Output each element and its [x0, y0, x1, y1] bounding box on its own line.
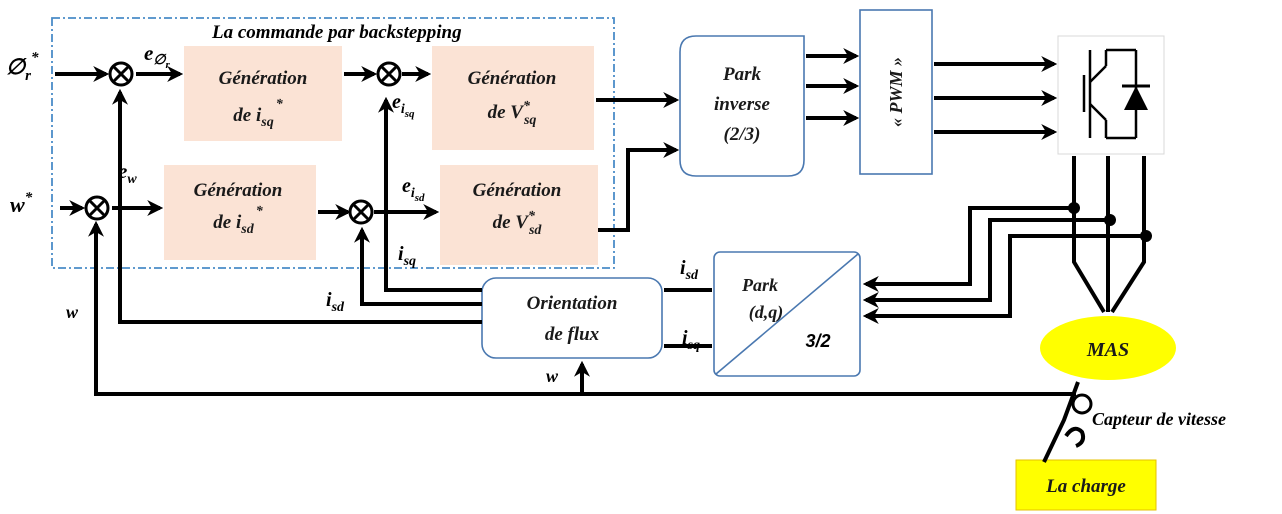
label-isd-park: isd: [680, 257, 699, 283]
sum-junction-phi: [108, 61, 134, 87]
pwm-block: « PWM »: [859, 9, 933, 175]
svg-text:de flux: de flux: [545, 324, 600, 345]
orientation-flux-block: Orientation de flux: [481, 277, 663, 359]
svg-text:de V*sq: de V*sq: [488, 99, 537, 128]
frame-title: La commande par backstepping: [211, 22, 462, 43]
svg-text:(2/3): (2/3): [724, 124, 761, 145]
label-w-bottom: w: [546, 366, 559, 386]
svg-text:Génération: Génération: [219, 68, 308, 89]
park-block: Park (d,q) 3/2: [713, 251, 861, 377]
load-block: La charge: [1015, 459, 1157, 511]
sum-junction-w: [84, 195, 110, 221]
label-w-left: w: [66, 302, 79, 322]
svg-text:Génération: Génération: [468, 68, 557, 89]
svg-text:MAS: MAS: [1086, 339, 1129, 361]
svg-text:Park: Park: [722, 64, 762, 85]
mas-motor: MAS: [1040, 316, 1176, 380]
label-w-ref: w*: [10, 190, 33, 217]
speed-sensor-label: Capteur de vitesse: [1092, 409, 1226, 429]
svg-text:de isd*: de isd*: [213, 204, 263, 237]
svg-text:inverse: inverse: [714, 94, 771, 115]
inverter-block: [1057, 35, 1165, 155]
label-e-w: ew: [118, 159, 137, 187]
sum-junction-isd: [348, 199, 374, 225]
label-isq-fb: isq: [398, 243, 416, 269]
diode-icon: [1122, 84, 1150, 110]
svg-text:Génération: Génération: [194, 180, 283, 201]
label-isd-fb: isd: [326, 289, 345, 315]
svg-text:(d,q): (d,q): [749, 302, 784, 323]
svg-text:Park: Park: [741, 275, 778, 295]
svg-text:de V*sd: de V*sd: [493, 209, 543, 238]
gen-isq-block: Génération de isq*: [184, 46, 342, 141]
svg-text:Orientation: Orientation: [527, 293, 618, 314]
park-inverse-block: Park inverse (2/3): [679, 35, 805, 177]
label-isq-park: isq: [682, 327, 700, 353]
backstepping-frame: [51, 17, 615, 269]
svg-text:3/2: 3/2: [805, 331, 830, 351]
sum-junction-isq: [376, 61, 402, 87]
svg-text:Génération: Génération: [473, 180, 562, 201]
gen-vsq-block: Génération de V*sq: [432, 46, 594, 150]
svg-text:de isq*: de isq*: [233, 97, 283, 130]
svg-text:La charge: La charge: [1045, 476, 1126, 497]
gen-vsd-block: Génération de V*sd: [440, 165, 598, 265]
gen-isd-block: Génération de isd*: [164, 165, 316, 260]
signal-wires: [55, 48, 1152, 396]
label-phi-ref: ∅r*: [6, 50, 39, 84]
label-e-phi: e∅r: [144, 41, 171, 71]
label-e-isq: eisq: [392, 91, 415, 120]
svg-text:« PWM »: « PWM »: [886, 57, 906, 127]
label-e-isd: eisd: [402, 175, 425, 204]
